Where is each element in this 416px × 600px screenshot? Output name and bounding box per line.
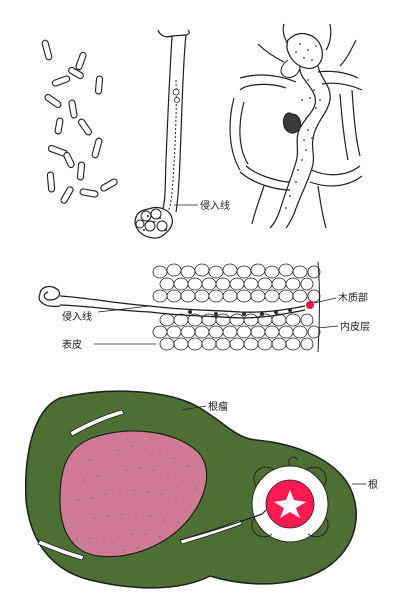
xylem-star: [274, 490, 306, 518]
endodermis-line: [317, 261, 320, 353]
root-cortex-lobes: [251, 456, 329, 538]
label-endodermis: 内皮层: [340, 320, 370, 333]
parenchyma-cells: [152, 263, 321, 351]
leader-endodermis: [317, 325, 339, 329]
root-hair-panel: 侵入线: [134, 29, 230, 239]
label-nodule: 根瘤: [208, 400, 228, 413]
leader-nodule: [181, 405, 207, 411]
root-nodule-panel: 根瘤 根: [24, 390, 378, 589]
bacteroid-stipple: [77, 445, 197, 553]
dark-bacteroid-clusters: [188, 308, 292, 316]
infection-thread-section: [59, 295, 306, 319]
root-stele: [251, 456, 329, 543]
vascular-strands-nodule: [37, 409, 243, 561]
infected-tissue-pink: [59, 430, 208, 558]
root-cross-section-panel: 侵入线 表皮 木质部 内皮层: [38, 261, 370, 353]
infection-thread-in-hair: [167, 79, 177, 213]
root-hair-curl-bacteria: [134, 206, 173, 239]
infection-thread-through-cells: [269, 32, 331, 229]
cortical-cell-walls: [229, 23, 363, 229]
label-infection-thread-middle: 侵入线: [62, 310, 92, 323]
root-hair-outline: [157, 29, 190, 213]
leader-infection-thread-middle: [97, 305, 151, 313]
infection-thread-nodule: [179, 509, 267, 541]
xylem-dot: [306, 301, 314, 309]
root-hair-curl-section: [38, 285, 61, 308]
label-epidermis: 表皮: [62, 338, 82, 351]
stipple-dots-thread: [285, 43, 321, 209]
rhizobia-bacteria-panel: [41, 39, 118, 204]
leader-xylem: [313, 297, 337, 304]
label-root: 根: [368, 478, 378, 491]
label-infection-thread-top: 侵入线: [200, 199, 230, 212]
cortex-cells-infection-panel: [229, 23, 363, 229]
bacteria-rods: [41, 39, 118, 204]
label-xylem: 木质部: [338, 291, 368, 304]
